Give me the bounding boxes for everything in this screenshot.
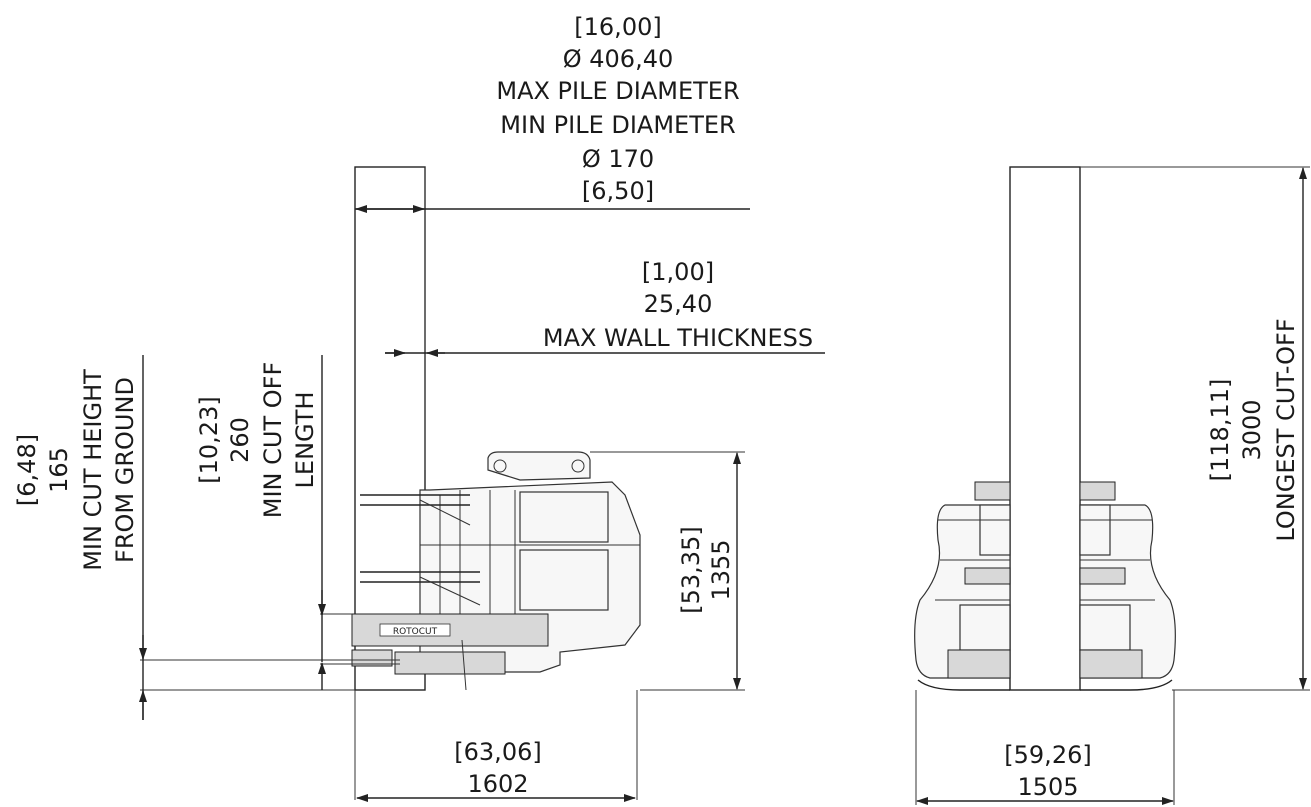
min-pile-diameter-metric: Ø 170 — [582, 145, 654, 173]
cut-height-metric: 165 — [45, 447, 73, 493]
side-width-metric: 1602 — [467, 770, 528, 798]
cut-off-length-imperial: [10,23] — [195, 396, 223, 483]
cut-off-length-caption-2: LENGTH — [291, 392, 319, 489]
side-height-imperial: [53,35] — [677, 526, 705, 613]
front-view-pile — [1009, 166, 1081, 691]
side-view-pile — [354, 166, 426, 691]
max-pile-diameter-caption: MAX PILE DIAMETER — [496, 77, 739, 105]
cut-off-length-caption-1: MIN CUT OFF — [259, 362, 287, 518]
cut-height-caption-1: MIN CUT HEIGHT — [79, 369, 107, 571]
brand-plate: ROTOCUT — [393, 627, 438, 637]
cut-height-imperial: [6,48] — [13, 434, 41, 506]
longest-cut-off-caption: LONGEST CUT-OFF — [1272, 318, 1300, 541]
front-width-imperial: [59,26] — [1004, 741, 1091, 769]
cut-off-length-metric: 260 — [226, 417, 254, 463]
front-view-machine — [914, 481, 1176, 691]
wall-thickness-imperial: [1,00] — [642, 258, 714, 286]
max-pile-diameter-imperial: [16,00] — [574, 13, 661, 41]
longest-cut-off-imperial: [118,11] — [1206, 379, 1234, 482]
min-pile-diameter-imperial: [6,50] — [582, 177, 654, 205]
cut-height-caption-2: FROM GROUND — [111, 377, 139, 563]
side-height-metric: 1355 — [707, 539, 735, 600]
side-view: ROTOCUT — [13, 13, 825, 802]
min-pile-diameter-caption: MIN PILE DIAMETER — [500, 111, 735, 139]
front-width-metric: 1505 — [1017, 773, 1078, 801]
front-view: [118,11] 3000 LONGEST CUT-OFF [59,26] 15… — [914, 166, 1310, 805]
side-width-imperial: [63,06] — [454, 738, 541, 766]
wall-thickness-metric: 25,40 — [644, 290, 713, 318]
wall-thickness-caption: MAX WALL THICKNESS — [543, 324, 813, 352]
side-view-machine: ROTOCUT — [351, 451, 641, 691]
max-pile-diameter-metric: Ø 406,40 — [563, 45, 674, 73]
longest-cut-off-metric: 3000 — [1238, 399, 1266, 460]
